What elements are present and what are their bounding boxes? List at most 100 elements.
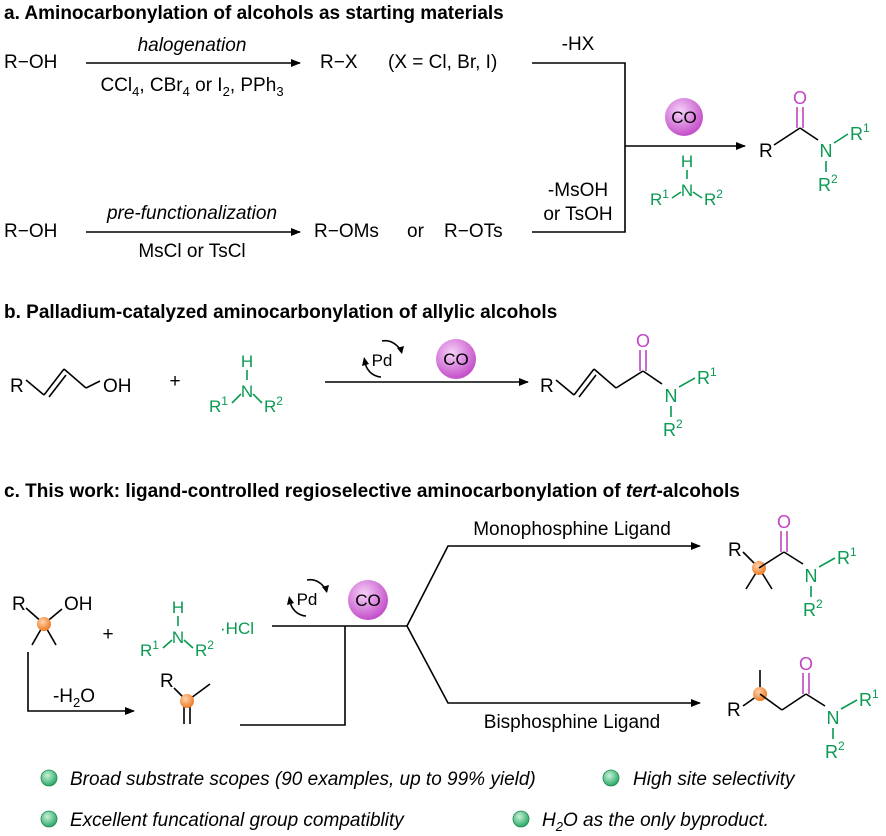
halide-note: (X = Cl, Br, I) <box>388 52 497 73</box>
bond <box>555 379 575 396</box>
bond <box>615 370 644 389</box>
product-upper-o: O <box>777 512 791 532</box>
product-r1: R1 <box>697 365 717 388</box>
product-r1-letter: R <box>697 368 710 388</box>
reagent-sub: 4 <box>132 84 139 99</box>
amide-r1-letter: R <box>850 124 863 144</box>
feature-water-byproduct: H2O as the only byproduct. <box>542 810 769 834</box>
panel-c-title-start: c. This work: ligand-controlled regiosel… <box>4 481 626 502</box>
plus-sign: + <box>102 624 113 645</box>
amine-r2-sup: 2 <box>207 638 214 652</box>
pd-cycle-arrowhead <box>397 346 404 354</box>
double-bond <box>573 368 595 396</box>
amine-r1-sup: 1 <box>152 638 159 652</box>
amine-r1: R1 <box>650 187 669 209</box>
amide-n: N <box>820 141 833 161</box>
c-n-bond <box>642 370 663 385</box>
product-lower-n: N <box>827 708 840 728</box>
tert-alcohol-oh: OH <box>64 594 93 615</box>
panel-a-title: a. Aminocarbonylation of alcohols as sta… <box>4 3 504 24</box>
co-bubble <box>665 98 703 136</box>
co-label: CO <box>671 108 697 127</box>
amine-h: H <box>681 152 693 171</box>
c-n-bond <box>783 551 804 565</box>
n-r1-bond <box>833 133 849 144</box>
monophosphine-label: Monophosphine Ligand <box>473 519 671 540</box>
amine-r1-letter: R <box>209 397 221 416</box>
feature-broad-scope: Broad substrate scopes (90 examples, up … <box>70 769 536 790</box>
allyl-bond <box>25 379 45 396</box>
reagent-sub: 2 <box>223 84 230 99</box>
feature-functional-group: Excellent funcational group compatiblity <box>70 810 405 831</box>
product-upper-r: R <box>728 540 742 561</box>
bond <box>593 368 617 389</box>
product-r2: R2 <box>663 417 683 440</box>
n-r1-bond <box>231 393 242 404</box>
bond <box>781 693 807 711</box>
product-lower-r: R <box>727 700 741 721</box>
product-lower-r2-letter: R <box>825 742 838 762</box>
panel-c-title-end: -alcohols <box>656 481 739 502</box>
row1-start-alcohol: R−OH <box>4 52 57 73</box>
amine-h: H <box>241 352 253 371</box>
allyl-oh: OH <box>103 376 132 397</box>
amide-r: R <box>759 141 773 162</box>
n-r1-bond <box>678 377 696 388</box>
panel-c-title: c. This work: ligand-controlled regiosel… <box>4 481 740 502</box>
lower-branch <box>406 625 695 704</box>
convergence-bracket <box>532 62 626 233</box>
n-r2-bond <box>252 393 263 404</box>
hcl-salt: ·HCl <box>220 619 254 638</box>
amide-r2-sup: 2 <box>831 172 838 186</box>
amine-r2-sup: 2 <box>276 394 283 408</box>
feature-bullet-icon <box>40 769 58 787</box>
amide-r1: R1 <box>850 121 870 144</box>
or-text: or <box>407 221 425 242</box>
amine-r2-letter: R <box>704 190 716 209</box>
alkyl-halide: R−X <box>320 52 358 73</box>
feature-water-h: H <box>542 810 556 831</box>
pd-cycle-arrowhead <box>362 357 369 366</box>
amide-o: O <box>793 88 807 108</box>
n-r2-bond <box>692 191 703 199</box>
co-label: CO <box>355 591 381 610</box>
prefunctionalization-label: pre-functionalization <box>106 203 277 224</box>
n-r1-bond <box>162 639 173 649</box>
amine-r2-sup: 2 <box>716 187 723 201</box>
amine-r2: R2 <box>704 187 723 209</box>
product-r2-letter: R <box>663 420 676 440</box>
panel-c-title-italic: tert <box>626 481 657 502</box>
product-upper-r1-letter: R <box>837 548 850 568</box>
reagent-part: CCl <box>100 75 132 96</box>
amide-r2: R2 <box>818 172 838 195</box>
product-lower-r1: R1 <box>859 687 879 710</box>
product-upper-r2-sup: 2 <box>816 597 823 611</box>
double-bond-inner <box>578 374 597 398</box>
halogenation-label: halogenation <box>138 35 247 56</box>
product-upper-n: N <box>805 566 818 586</box>
pd-cycle-arrowhead <box>287 596 294 605</box>
amine-r1-letter: R <box>140 641 152 660</box>
row2-start-alcohol: R−OH <box>4 221 57 242</box>
amine-r2: R2 <box>195 638 214 660</box>
product-upper-r1-sup: 1 <box>850 545 857 559</box>
c-n-bond <box>799 127 819 141</box>
reagent-part: or I <box>190 75 223 96</box>
halogenation-reagents: CCl4, CBr4 or I2, PPh3 <box>100 75 283 99</box>
dehydration-sub: 2 <box>73 695 80 710</box>
reagent-sub: 3 <box>276 84 283 99</box>
pd-label: Pd <box>297 590 318 609</box>
product-r1-sup: 1 <box>710 365 717 379</box>
product-o: O <box>636 331 650 351</box>
amine-r1: R1 <box>140 638 159 660</box>
dehydration-label: -H2O <box>53 686 95 710</box>
dehydration-prefix: -H <box>53 686 73 707</box>
feature-bullet-icon <box>602 769 620 787</box>
prefunctionalization-reagents: MsCl or TsCl <box>138 241 245 262</box>
amide-r2-letter: R <box>818 175 831 195</box>
alkene-feed-line <box>240 626 346 726</box>
amine-n: N <box>681 181 693 200</box>
c-n-bond <box>805 693 826 707</box>
amine-r1: R1 <box>209 394 228 416</box>
allyl-double-bond <box>43 368 65 396</box>
